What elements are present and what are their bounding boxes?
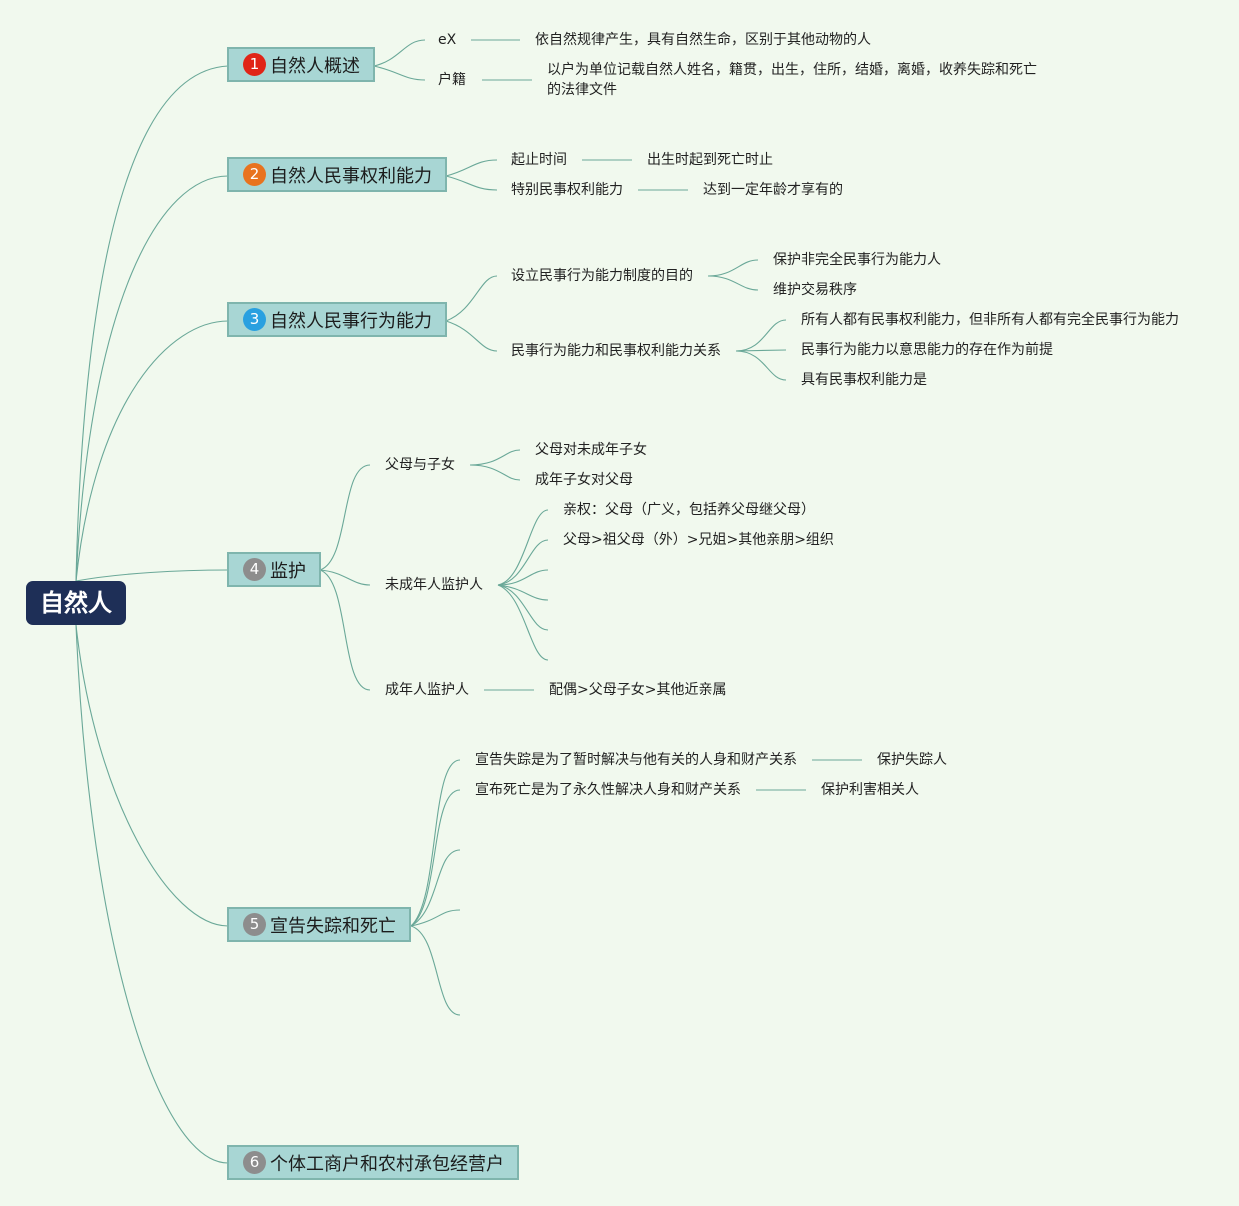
- node-minor-guardian-item[interactable]: 亲权：父母（广义，包括养父母继父母）: [563, 502, 815, 518]
- node-special-rights[interactable]: 特别民事权利能力: [511, 182, 623, 198]
- node-ex[interactable]: eX: [438, 32, 457, 48]
- number-3-icon: 3: [243, 308, 266, 331]
- number-2-icon: 2: [243, 163, 266, 186]
- number-1-icon: 1: [243, 53, 266, 76]
- node-adult-guardian[interactable]: 成年人监护人: [385, 682, 469, 698]
- branch-label: 监护: [270, 560, 306, 582]
- node-parents-children[interactable]: 父母与子女: [385, 457, 455, 473]
- branch-node-guardianship[interactable]: 4 监护: [227, 552, 321, 587]
- branch-node-individual-business[interactable]: 6 个体工商户和农村承包经营户: [227, 1145, 519, 1180]
- branch-label: 个体工商户和农村承包经营户: [270, 1153, 504, 1175]
- node-relationship-item[interactable]: 民事行为能力以意思能力的存在作为前提: [801, 342, 1053, 358]
- node-ex-detail[interactable]: 依自然规律产生，具有自然生命，区别于其他动物的人: [535, 32, 871, 48]
- branch-node-civil-conduct-capacity[interactable]: 3 自然人民事行为能力: [227, 302, 447, 337]
- branch-node-overview[interactable]: 1 自然人概述: [227, 47, 375, 82]
- root-node[interactable]: 自然人: [26, 581, 126, 625]
- node-relationship-item[interactable]: 具有民事权利能力是: [801, 372, 927, 388]
- node-household-detail-1[interactable]: 以户为单位记载自然人姓名，籍贯，出生，住所，结婚，离婚，收养失踪和死亡: [547, 62, 1037, 78]
- node-purpose-item[interactable]: 保护非完全民事行为能力人: [773, 252, 941, 268]
- node-declare-missing-detail[interactable]: 保护失踪人: [877, 752, 947, 768]
- node-purpose[interactable]: 设立民事行为能力制度的目的: [511, 268, 693, 284]
- node-declare-death-detail[interactable]: 保护利害相关人: [821, 782, 919, 798]
- node-minor-guardian[interactable]: 未成年人监护人: [385, 577, 483, 593]
- node-declare-death[interactable]: 宣布死亡是为了永久性解决人身和财产关系: [475, 782, 741, 798]
- node-start-end-time-detail[interactable]: 出生时起到死亡时止: [647, 152, 773, 168]
- node-adult-guardian-detail[interactable]: 配偶>父母子女>其他近亲属: [549, 682, 727, 698]
- node-household-detail-2[interactable]: 的法律文件: [547, 82, 617, 98]
- number-6-icon: 6: [243, 1151, 266, 1174]
- node-declare-missing[interactable]: 宣告失踪是为了暂时解决与他有关的人身和财产关系: [475, 752, 797, 768]
- node-relationship-item[interactable]: 所有人都有民事权利能力，但非所有人都有完全民事行为能力: [801, 312, 1179, 328]
- branch-label: 自然人概述: [270, 55, 360, 77]
- branch-label: 自然人民事权利能力: [270, 165, 432, 187]
- node-parents-children-item[interactable]: 成年子女对父母: [535, 472, 633, 488]
- branch-node-missing-death[interactable]: 5 宣告失踪和死亡: [227, 907, 411, 942]
- node-relationship[interactable]: 民事行为能力和民事权利能力关系: [511, 343, 721, 359]
- branch-label: 宣告失踪和死亡: [270, 915, 396, 937]
- node-start-end-time[interactable]: 起止时间: [511, 152, 567, 168]
- branch-label: 自然人民事行为能力: [270, 310, 432, 332]
- branch-node-civil-rights-capacity[interactable]: 2 自然人民事权利能力: [227, 157, 447, 192]
- number-4-icon: 4: [243, 558, 266, 581]
- number-5-icon: 5: [243, 913, 266, 936]
- node-parents-children-item[interactable]: 父母对未成年子女: [535, 442, 647, 458]
- node-minor-guardian-item[interactable]: 父母>祖父母（外）>兄姐>其他亲朋>组织: [563, 532, 834, 548]
- node-household[interactable]: 户籍: [438, 72, 466, 88]
- node-special-rights-detail[interactable]: 达到一定年龄才享有的: [703, 182, 843, 198]
- node-purpose-item[interactable]: 维护交易秩序: [773, 282, 857, 298]
